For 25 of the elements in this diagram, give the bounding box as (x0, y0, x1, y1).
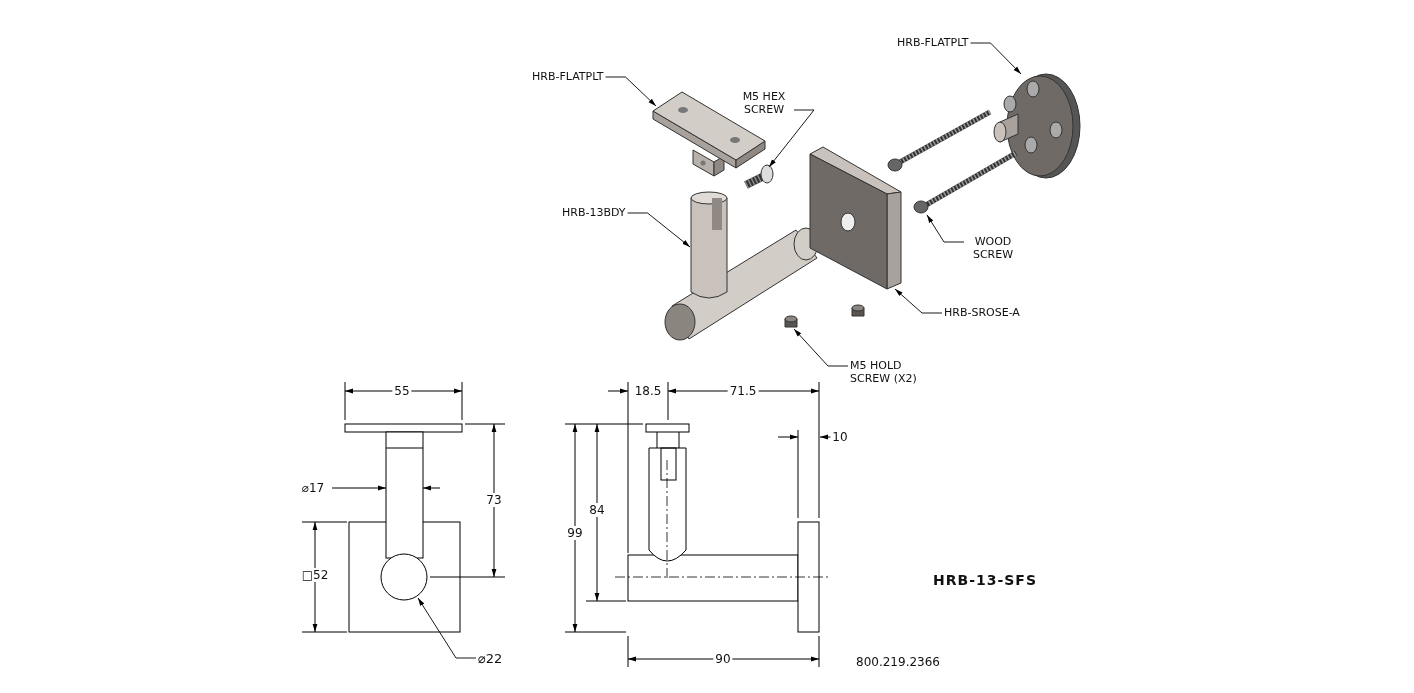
dimension-label: 55 (392, 384, 412, 398)
square-rose-drawing (809, 146, 902, 290)
rail-end-circle (380, 553, 428, 601)
part-label: M5 HOLD SCREW (X2) (850, 359, 922, 385)
part-label: HRB-FLATPLT (532, 70, 604, 83)
hex-screw-drawing (744, 164, 774, 189)
part-label: HRB-SROSE-A (944, 306, 1020, 319)
hold-screw-drawing (784, 315, 798, 328)
dimension-label: 84 (587, 503, 607, 517)
dimension-label: 73 (484, 493, 504, 507)
dimension-label: □52 (299, 568, 331, 582)
dimension-label: 99 (565, 526, 585, 540)
dimension-label: ⌀17 (299, 481, 327, 495)
dimension-label: 10 (830, 430, 850, 444)
part-label: HRB-FLATPLT (897, 36, 969, 49)
phone-number: 800.219.2366 (854, 655, 942, 669)
dimension-label: 90 (713, 652, 733, 666)
wood-screw-drawing (913, 150, 1018, 214)
dimension-label: 71.5 (727, 384, 759, 398)
round-plate-drawing (993, 73, 1081, 179)
part-label: WOOD SCREW (966, 235, 1020, 261)
part-label: HRB-13BDY (562, 206, 626, 219)
dimension-label: ⌀22 (478, 651, 503, 666)
bracket-body-drawing (664, 191, 819, 341)
part-label: M5 HEX SCREW (736, 90, 792, 116)
